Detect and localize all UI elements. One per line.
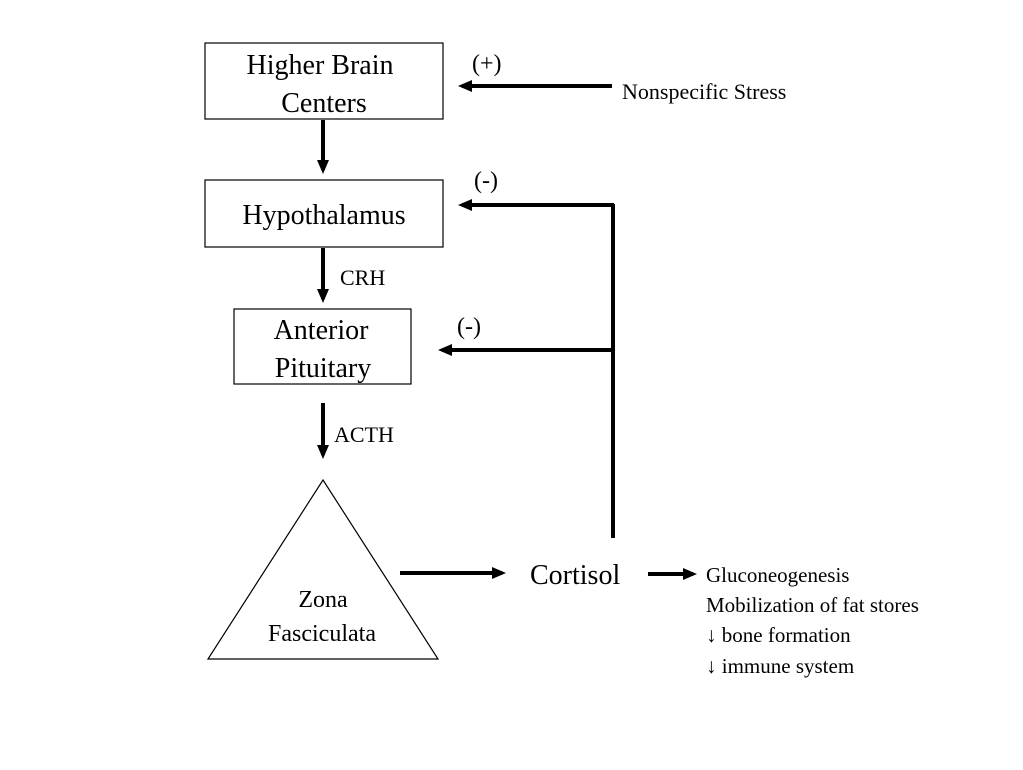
cortisol-label: Cortisol <box>530 560 620 591</box>
nonspecific-stress-label: Nonspecific Stress <box>622 79 786 104</box>
anterior-pituitary-box <box>233 308 412 385</box>
effect-item-fat-mobilization: Mobilization of fat stores <box>706 593 919 617</box>
higher-brain-centers-label-line1: Higher Brain <box>247 50 394 81</box>
hypothalamus-node: Hypothalamus <box>204 179 444 248</box>
hypothalamus-box <box>204 179 444 248</box>
higher-brain-centers-label-line2: Centers <box>281 88 367 119</box>
effect-item-gluconeogenesis: Gluconeogenesis <box>706 563 849 587</box>
zona-fasciculata-label-line1: Zona <box>298 587 348 613</box>
pituitary-negative-sign: (-) <box>457 314 481 340</box>
anterior-pituitary-label-line2: Pituitary <box>275 353 371 384</box>
zona-fasciculata-label-line2: Fasciculata <box>268 621 376 647</box>
stress-positive-sign: (+) <box>472 51 502 77</box>
anterior-pituitary-label-line1: Anterior <box>274 315 370 346</box>
effect-item-bone-formation: ↓ bone formation <box>706 623 851 647</box>
higher-brain-centers-box <box>204 42 444 120</box>
higher-brain-centers-node: Higher Brain Centers <box>204 42 444 120</box>
crh-label: CRH <box>340 265 385 290</box>
zona-fasciculata-node: Zona Fasciculata <box>206 478 440 660</box>
hypothalamus-negative-sign: (-) <box>474 168 498 194</box>
acth-label: ACTH <box>334 422 394 447</box>
anterior-pituitary-node: Anterior Pituitary <box>233 308 412 385</box>
zona-fasciculata-triangle <box>206 478 440 660</box>
effect-item-immune-system: ↓ immune system <box>706 654 854 678</box>
hypothalamus-label: Hypothalamus <box>242 200 405 231</box>
